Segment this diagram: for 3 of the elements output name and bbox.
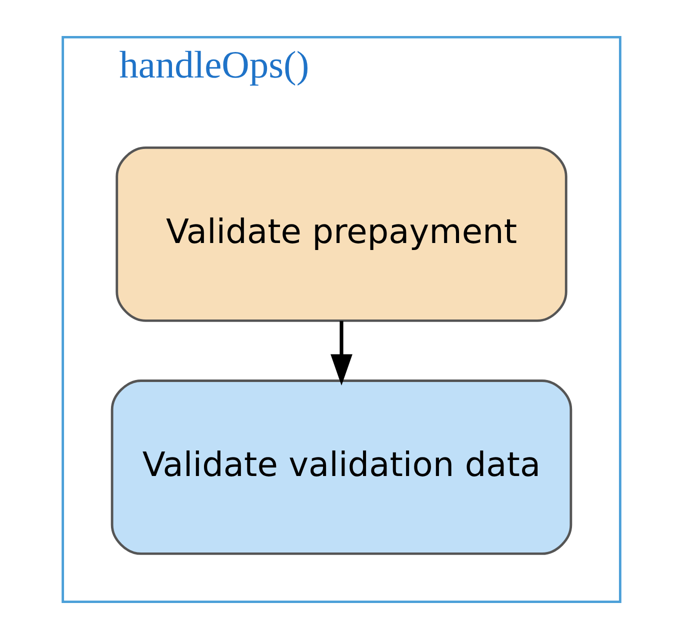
arrow [330, 320, 352, 386]
node-box: Validate validation data [110, 380, 572, 555]
node-box: Validate prepayment [115, 146, 567, 322]
